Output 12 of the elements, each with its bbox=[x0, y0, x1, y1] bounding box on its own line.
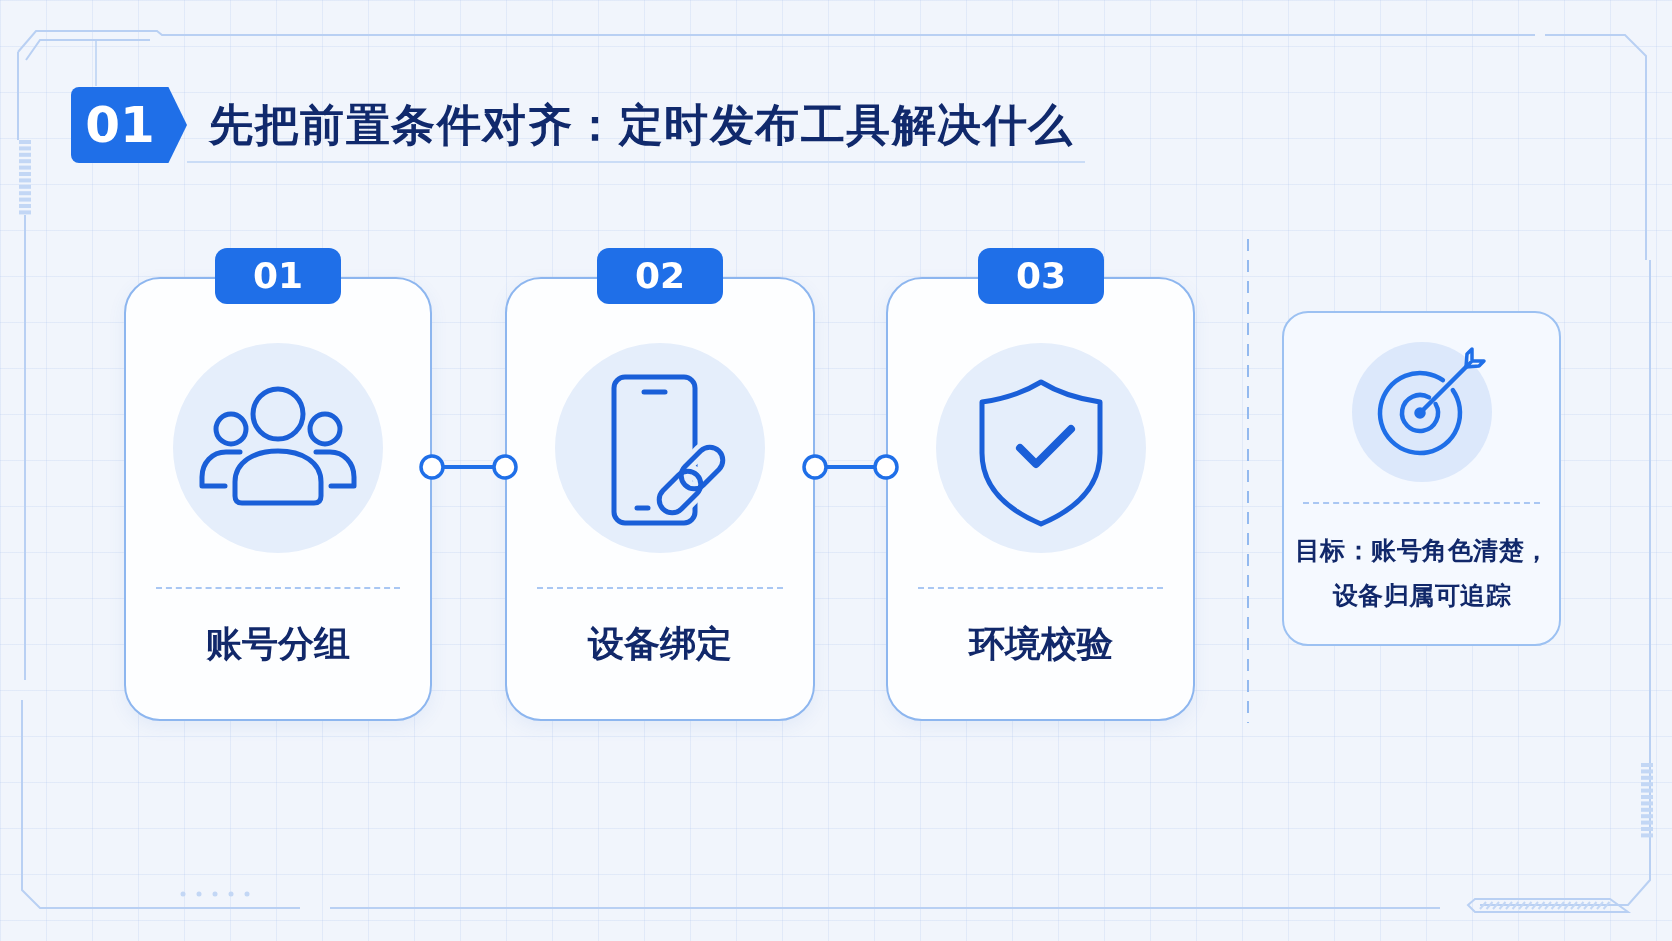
title: 先把前置条件对齐：定时发布工具解决什么 bbox=[209, 98, 1074, 152]
step-number: 03 bbox=[1015, 256, 1067, 296]
connector-line bbox=[419, 454, 518, 480]
badge-number: 01 bbox=[85, 97, 155, 153]
goal-text: 目标：账号角色清楚，设备归属可追踪 bbox=[1294, 535, 1550, 612]
connector-line bbox=[802, 454, 899, 480]
goal-card bbox=[1282, 311, 1561, 646]
step-number: 02 bbox=[634, 256, 686, 296]
step-label: 账号分组 bbox=[206, 622, 350, 666]
step-label: 设备绑定 bbox=[588, 622, 732, 666]
step-number: 01 bbox=[252, 256, 304, 296]
step-label: 环境校验 bbox=[969, 622, 1113, 666]
